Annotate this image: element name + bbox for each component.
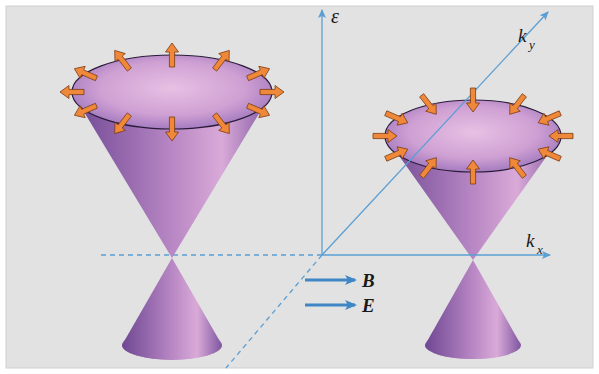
ky-axis — [322, 12, 548, 255]
spin-arrow — [373, 130, 397, 143]
spin-arrow — [213, 113, 230, 134]
spin-arrows — [60, 43, 573, 184]
spin-arrow — [510, 94, 527, 115]
spin-arrow — [247, 103, 270, 117]
spin-arrow — [467, 88, 480, 112]
ky-axis-dashed — [226, 255, 322, 368]
kx-axis-label: k — [526, 231, 534, 250]
spin-arrow — [115, 50, 132, 71]
spin-arrow — [74, 103, 97, 117]
lower-cone — [425, 260, 521, 359]
spin-arrow — [420, 158, 437, 179]
left-weyl-cone — [72, 55, 272, 360]
background-panel — [6, 6, 593, 368]
spin-arrow — [385, 111, 408, 125]
spin-arrow — [60, 86, 84, 99]
spin-arrow — [247, 66, 270, 80]
spin-arrow — [538, 147, 561, 161]
spin-arrow — [260, 86, 284, 99]
lower-cone-base — [122, 330, 222, 360]
electric-field-arrow — [305, 304, 355, 307]
energy-axis — [321, 10, 322, 255]
spin-arrow — [420, 94, 437, 115]
spin-arrow — [115, 113, 132, 134]
spin-arrow — [166, 117, 179, 141]
spin-arrow — [213, 50, 230, 71]
kx-axis — [322, 254, 550, 255]
spin-arrow — [74, 66, 97, 80]
spin-arrow — [510, 158, 527, 179]
lower-cone — [122, 258, 222, 360]
kx-axis-dashed — [100, 254, 322, 255]
magnetic-field-arrow — [305, 279, 355, 282]
spin-arrow — [538, 111, 561, 125]
lower-cone-base — [425, 331, 521, 359]
field-label: B — [362, 271, 375, 290]
spin-arrow — [385, 147, 408, 161]
right-weyl-cone — [385, 100, 561, 359]
energy-axis-label: ε — [331, 6, 339, 26]
spin-arrow — [166, 43, 179, 67]
kx-subscript: x — [537, 243, 543, 256]
ky-subscript: y — [529, 38, 535, 51]
ky-axis-label: k — [518, 26, 526, 45]
spin-arrow — [467, 160, 480, 184]
spin-arrow — [549, 130, 573, 143]
field-label: E — [362, 296, 375, 315]
